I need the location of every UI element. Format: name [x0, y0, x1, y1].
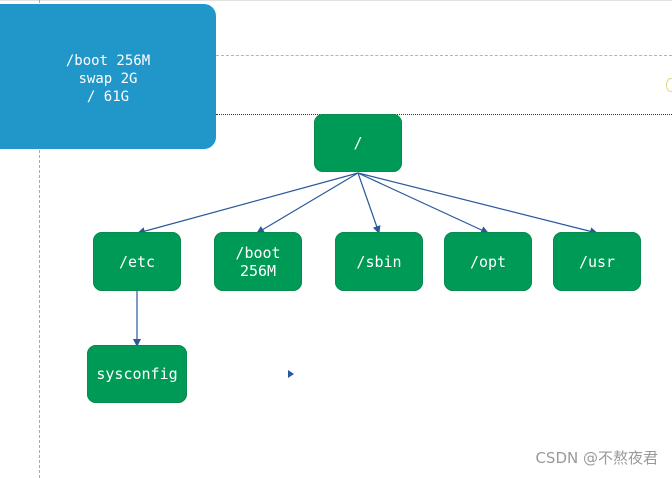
partition-info-box: /boot 256M swap 2G / 61G [0, 4, 216, 149]
node-opt: /opt [444, 232, 532, 291]
edge-root-sbin [357, 172, 381, 234]
watermark: CSDN @不熬夜君 [535, 449, 658, 467]
node-usr: /usr [553, 232, 641, 291]
node-sbin-label: /sbin [356, 252, 402, 271]
vertical-guide-line [39, 0, 40, 478]
edge-root-boot [256, 172, 359, 234]
play-arrow-icon [288, 370, 294, 378]
node-sysconfig: sysconfig [87, 345, 187, 403]
node-sysconfig-label: sysconfig [96, 365, 178, 383]
info-line-root: / 61G [86, 88, 130, 105]
node-usr-label: /usr [578, 252, 616, 271]
node-sbin: /sbin [335, 232, 423, 291]
node-etc: /etc [93, 232, 181, 291]
edge-root-etc [137, 172, 359, 236]
node-boot: /boot 256M [214, 232, 302, 291]
node-etc-label: /etc [118, 252, 156, 271]
node-boot-size: 256M [239, 261, 277, 280]
info-line-swap: swap 2G [78, 70, 138, 87]
horizontal-guide-line [216, 114, 672, 115]
partial-shape-icon [666, 78, 672, 92]
edge-root-usr [357, 172, 598, 236]
top-border [0, 0, 672, 1]
node-root-label: / [353, 134, 363, 152]
horizontal-guide-line [216, 55, 672, 56]
info-line-boot: /boot 256M [65, 52, 151, 69]
edge-root-opt [357, 172, 489, 234]
node-root: / [314, 114, 402, 172]
node-opt-label: /opt [469, 252, 507, 271]
node-boot-label: /boot [235, 243, 281, 262]
